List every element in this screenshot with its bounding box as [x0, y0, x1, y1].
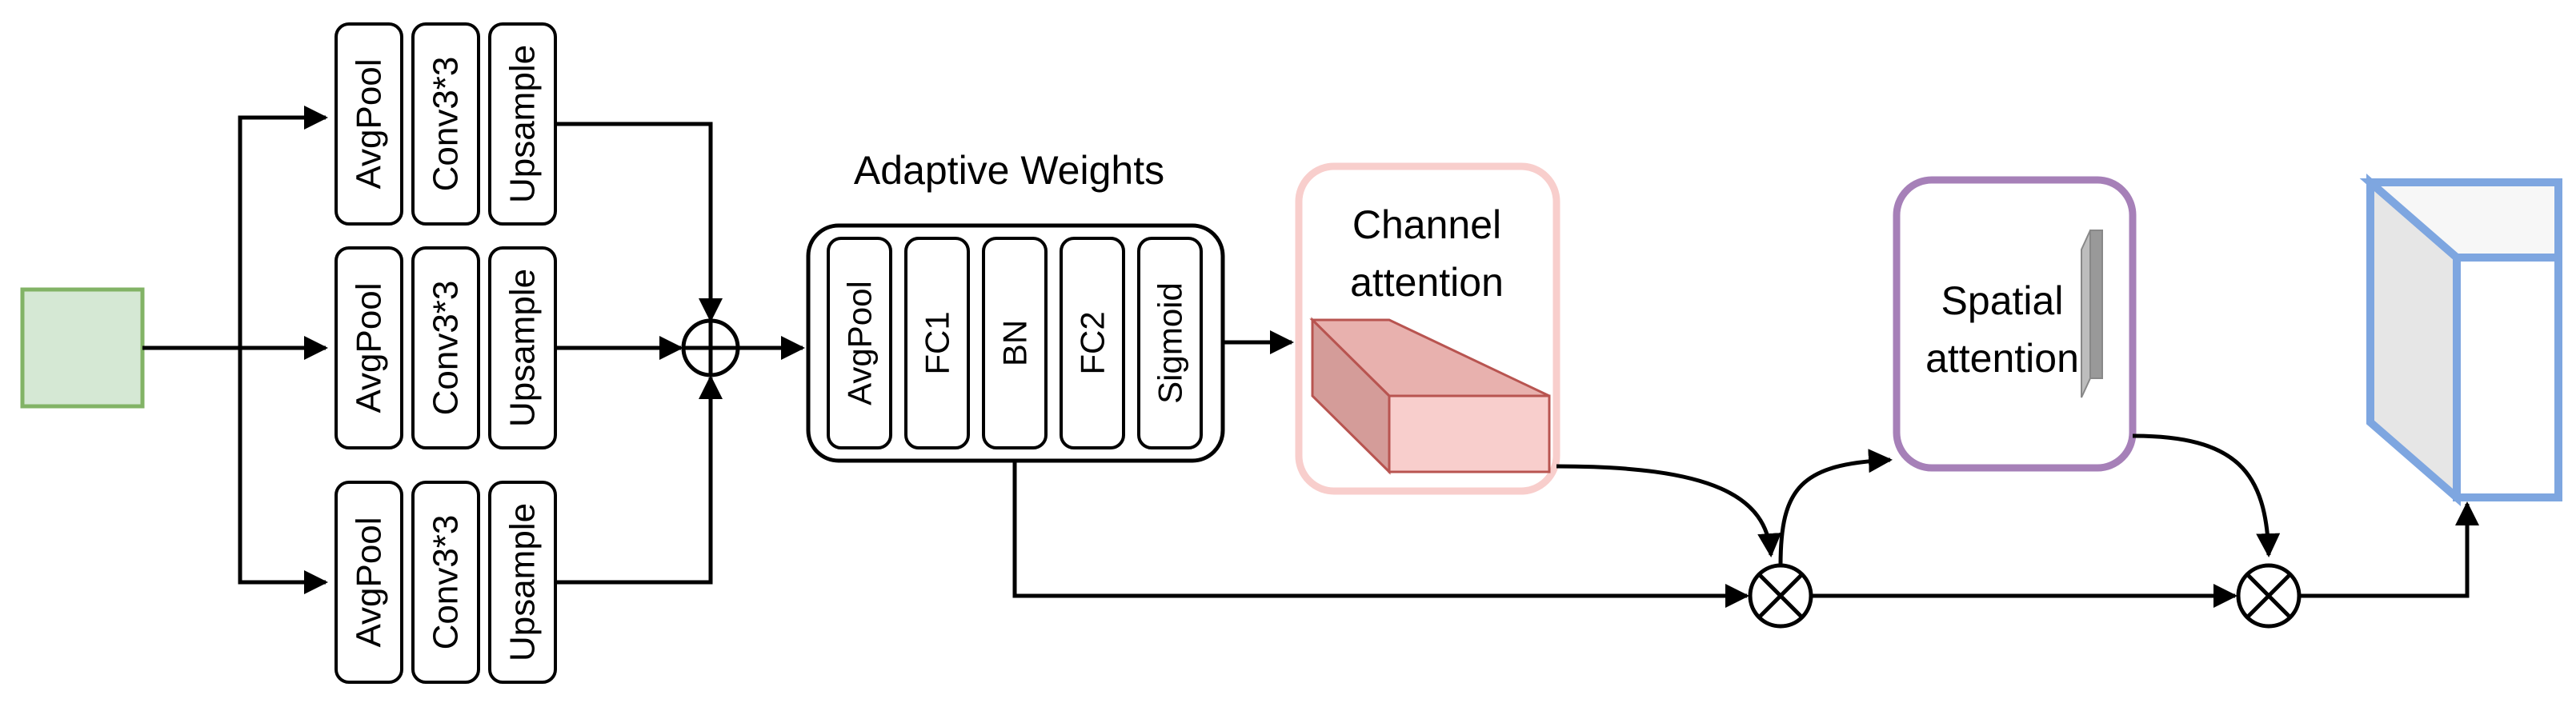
spatial-to-mult2-arrow — [2132, 433, 2281, 557]
mult2-to-output-arrow — [2299, 501, 2479, 598]
branch-bottom-avgpool-block — [335, 481, 403, 684]
multiply-node-2-icon — [2236, 563, 2302, 629]
branch-bottom-conv-block — [411, 481, 480, 684]
aw-bn-label: BN — [996, 320, 1034, 366]
sum-node-icon — [681, 318, 740, 377]
mult1-to-spatial-arrow — [1778, 449, 1893, 566]
input-feature-block — [20, 287, 145, 409]
branch-top-avgpool-block — [335, 22, 403, 226]
aw-fc2-label: FC2 — [1074, 311, 1112, 374]
channel-attention-label-line2: attention — [1350, 260, 1504, 305]
branch-top-avgpool-label: AvgPool — [350, 58, 389, 189]
branch-output-connectors — [555, 122, 723, 585]
spatial-attention-frame — [1893, 176, 2137, 472]
output-feature-cube-icon — [2359, 174, 2562, 506]
branch-middle-upsample-label: Upsample — [503, 269, 543, 427]
multiply-node-1-icon — [1748, 563, 1813, 629]
adaptive-weights-title: Adaptive Weights — [854, 148, 1164, 193]
branch-bottom-conv-label: Conv3*3 — [427, 515, 466, 650]
branch-top-conv-label: Conv3*3 — [427, 57, 466, 192]
input-connectors — [142, 106, 328, 594]
branch-bottom-upsample-label: Upsample — [503, 503, 543, 661]
spatial-map-icon — [2081, 230, 2103, 398]
branch-top-conv-block — [411, 22, 480, 226]
branch-middle-avgpool-label: AvgPool — [350, 282, 389, 413]
aw-fc1-label: FC1 — [919, 311, 956, 374]
weights-skip-connector — [1012, 461, 1749, 608]
aw-fc1-block — [904, 237, 970, 449]
branch-bottom-avgpool-label: AvgPool — [350, 517, 389, 647]
branch-middle-avgpool-block — [335, 246, 403, 449]
channel-cube-icon — [1309, 317, 1551, 475]
branch-top-upsample-label: Upsample — [503, 45, 543, 203]
aw-sigmoid-block — [1137, 237, 1203, 449]
spatial-attention-label-line1: Spatial — [1941, 278, 2064, 323]
branch-middle-conv-label: Conv3*3 — [427, 281, 466, 416]
spatial-attention-label-line2: attention — [1925, 336, 2079, 381]
aw-avgpool-block — [827, 237, 892, 449]
branch-bottom: AvgPool Conv3*3 Upsample — [335, 481, 557, 684]
aw-avgpool-label: AvgPool — [841, 281, 879, 405]
channel-to-mult1-arrow — [1556, 464, 1782, 557]
aw-sigmoid-label: Sigmoid — [1152, 282, 1189, 404]
channel-attention-label-line1: Channel — [1352, 202, 1501, 247]
aw-bn-block — [982, 237, 1048, 449]
branch-middle: AvgPool Conv3*3 Upsample — [335, 246, 557, 449]
aw-fc2-block — [1060, 237, 1125, 449]
branch-middle-conv-block — [411, 246, 480, 449]
branch-top: AvgPool Conv3*3 Upsample — [335, 22, 557, 226]
